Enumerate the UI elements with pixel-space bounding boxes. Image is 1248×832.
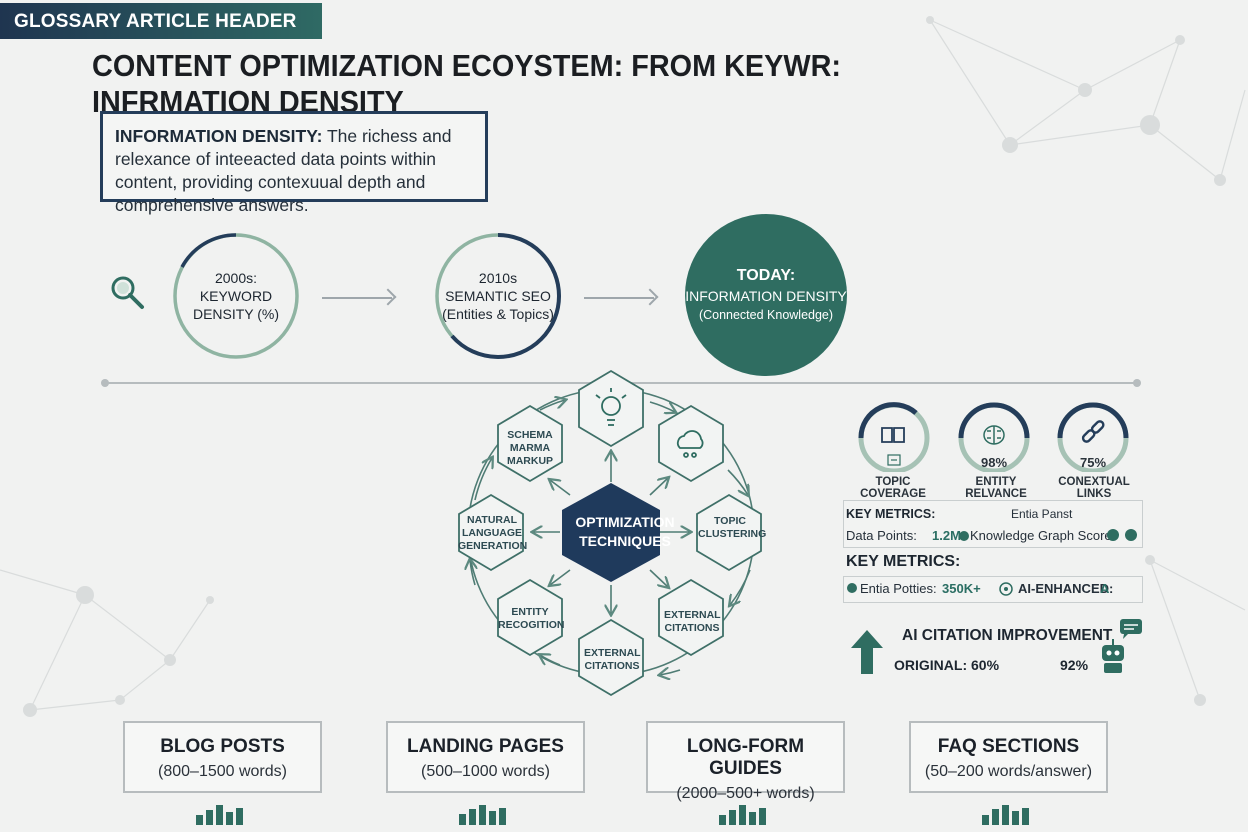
card-title: FAQ SECTIONS xyxy=(937,736,1080,757)
card-word-count: (500–1000 words) xyxy=(421,763,550,780)
hub-node-natural-language-generation: NATURAL LANGUAGE GENERATION xyxy=(458,514,528,552)
key-metrics-panel-1 xyxy=(843,500,1143,548)
hub-center-label: OPTIMIZATION TECHNIQUES xyxy=(560,513,690,551)
search-icon xyxy=(111,276,144,309)
card-title: BLOG POSTS xyxy=(160,736,285,757)
hub-node-external-citations-2: EXTERNAL CITATIONS xyxy=(664,609,721,634)
hub-node-external-citations: EXTERNAL CITATIONS xyxy=(584,647,641,672)
card-word-count: (800–1500 words) xyxy=(158,763,287,780)
timeline-stage: KEYWORD xyxy=(199,288,273,304)
timeline-2010s: 2010s SEMANTIC SEO (Entities & Topics) xyxy=(434,232,562,360)
timeline-ring-2000s xyxy=(173,233,299,359)
entity-dot-icon xyxy=(847,583,857,593)
page-title: CONTENT OPTIMIZATION ECOYSTEM: FROM KEYW… xyxy=(92,48,842,119)
timeline-era: 2010s xyxy=(478,270,518,286)
card-word-count: (2000–500+ words) xyxy=(676,785,815,802)
ai-citation-original: ORIGINAL: 60% xyxy=(894,657,1000,673)
entity-properties-value: 350K+ xyxy=(942,581,981,596)
robot-icon xyxy=(1102,619,1142,673)
ai-icon xyxy=(999,582,1013,596)
bar-chart-icon xyxy=(719,803,773,825)
timeline-stage: SEMANTIC SEO xyxy=(445,288,551,304)
score-badges-icon xyxy=(1107,529,1137,541)
timeline-era: TODAY: xyxy=(736,267,796,284)
timeline-ring-2010s xyxy=(435,233,561,359)
brain-icon xyxy=(983,425,1005,445)
timeline-2000s: 2000s: KEYWORD DENSITY (%) xyxy=(172,232,300,360)
card-title: LANDING PAGES xyxy=(407,736,564,757)
hub-center-line: TECHNIQUES xyxy=(579,533,671,549)
card-landing-pages: LANDING PAGES (500–1000 words) xyxy=(386,721,585,793)
ai-citation-title: AI CITATION IMPROVEMENT xyxy=(902,627,1113,644)
optimization-hub-diagram xyxy=(458,369,762,697)
card-blog-posts: BLOG POSTS (800–1500 words) xyxy=(123,721,322,793)
arrow-up-icon xyxy=(851,630,883,674)
bar-chart-icon xyxy=(196,803,250,825)
data-points-value: 1.2M+ xyxy=(932,528,969,543)
gauge-label-links: CONEXTUAL LINKS xyxy=(1058,476,1130,500)
dot-icon xyxy=(959,531,969,541)
ai-citation-improved: 92% xyxy=(1060,657,1089,673)
bar-chart-icon xyxy=(459,803,513,825)
key-metrics-tag: Entia Panst xyxy=(1011,507,1073,521)
ai-enhanced-value: A xyxy=(1100,581,1110,596)
hub-center-line: OPTIMIZATION xyxy=(575,514,675,530)
key-metrics-panel-2 xyxy=(843,576,1143,603)
card-word-count: (50–200 words/answer) xyxy=(924,763,1093,780)
timeline-arrow xyxy=(584,297,654,299)
definition-term: INFORMATION DENSITY: xyxy=(115,126,323,146)
glossary-header-tag: GLOSSARY ARTICLE HEADER xyxy=(0,3,322,39)
ai-enhanced-label: AI-ENHANCED: xyxy=(1018,581,1114,596)
hub-node-topic-clustering: TOPIC CLUSTERING xyxy=(698,515,767,540)
gauge-label-topic: TOPIC COVERAGE xyxy=(860,476,926,500)
hub-node-entity-recognition: ENTITY RECOGITION xyxy=(498,606,565,631)
timeline-arrow xyxy=(322,297,392,299)
definition-text: The richess and relexance of inteeacted … xyxy=(115,126,452,215)
link-icon xyxy=(1081,420,1105,443)
data-points-label: Data Points: xyxy=(846,528,917,543)
timeline-era: 2000s: xyxy=(214,270,258,286)
card-title: LONG-FORM GUIDES xyxy=(686,736,805,779)
entity-properties-label: Entia Potties: xyxy=(860,581,937,596)
timeline-detail: DENSITY (%) xyxy=(192,306,280,322)
book-icon xyxy=(881,427,905,443)
timeline-detail: (Connected Knowledge) xyxy=(698,308,834,322)
gauge-value-links: 75% xyxy=(1079,455,1107,470)
definition-box: INFORMATION DENSITY: The richess and rel… xyxy=(100,111,488,215)
timeline-today: TODAY: INFORMATION DENSITY (Connected Kn… xyxy=(685,214,847,376)
gauge-value-entity: 98% xyxy=(980,455,1008,470)
timeline-stage: INFORMATION DENSITY xyxy=(685,288,847,304)
knowledge-graph-label: Knowledge Graph Score: xyxy=(970,528,1116,543)
hub-node-schema-markup: SCHEMA MARMA MARKUP xyxy=(506,429,554,467)
gauge-label-entity: ENTITY RELVANCE xyxy=(965,476,1027,500)
timeline-detail: (Entities & Topics) xyxy=(442,306,554,322)
key-metrics-title-2: KEY METRICS: xyxy=(846,553,961,570)
gauge-row xyxy=(858,402,1129,472)
card-faq-sections: FAQ SECTIONS (50–200 words/answer) xyxy=(909,721,1108,793)
bar-chart-icon xyxy=(982,803,1036,825)
key-metrics-title: KEY METRICS: xyxy=(846,507,936,521)
card-long-form-guides: LONG-FORM GUIDES (2000–500+ words) xyxy=(646,721,845,802)
